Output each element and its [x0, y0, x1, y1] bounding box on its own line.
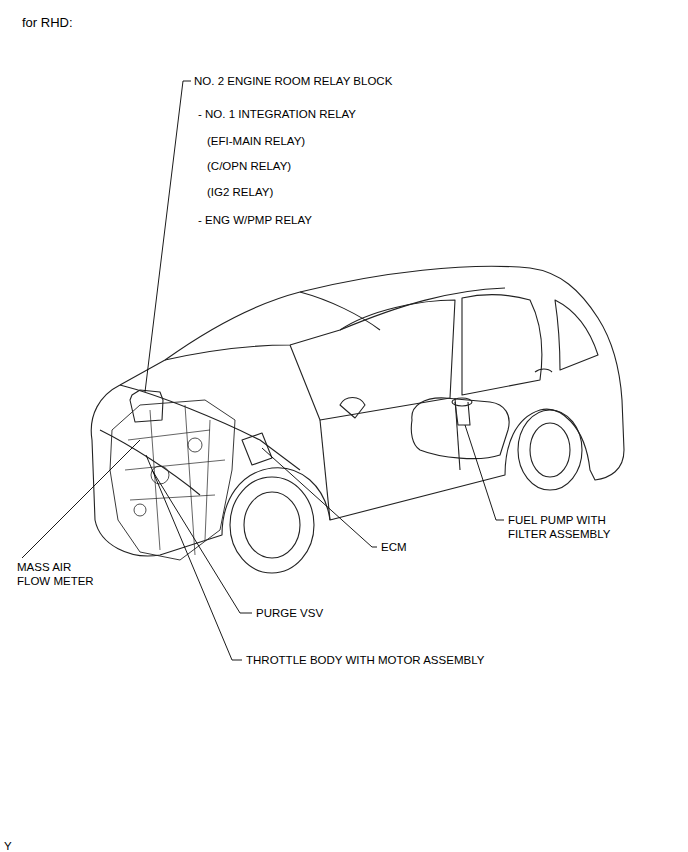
- part-name: THROTTLE BODY WITH MOTOR ASSEMBLY: [245, 653, 485, 667]
- part-name: MASS AIR FLOW METER: [16, 560, 96, 588]
- figure-code: Y: [3, 839, 13, 852]
- heading: for RHD:: [21, 16, 74, 30]
- part-name: (IG2 RELAY): [206, 185, 274, 199]
- part-name: - NO. 1 INTEGRATION RELAY: [197, 107, 357, 121]
- part-name: - ENG W/PMP RELAY: [197, 213, 313, 227]
- part-name: ECM: [380, 540, 408, 554]
- part-name: FUEL PUMP WITH FILTER ASSEMBLY: [507, 513, 627, 541]
- part-name: NO. 2 ENGINE ROOM RELAY BLOCK: [193, 74, 393, 88]
- part-name: PURGE VSV: [255, 606, 324, 620]
- part-name: (C/OPN RELAY): [206, 159, 292, 173]
- part-name: (EFI-MAIN RELAY): [206, 134, 306, 148]
